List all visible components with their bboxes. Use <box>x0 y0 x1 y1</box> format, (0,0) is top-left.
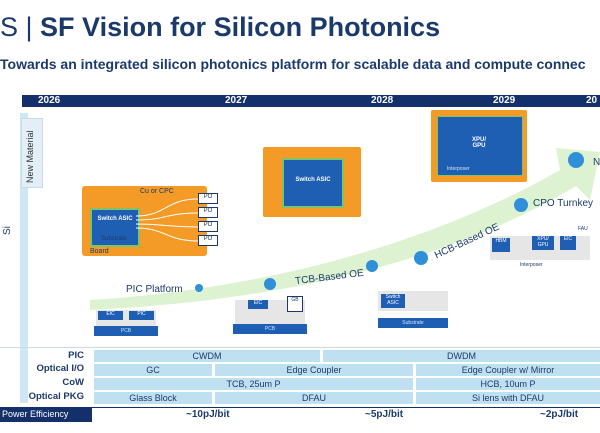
pic-cwdm-segment: CWDM <box>94 350 320 362</box>
cu-cpc-label: Cu or CPC <box>140 188 174 195</box>
row-divider <box>0 347 600 348</box>
year-2027: 2027 <box>225 95 248 106</box>
fau-label: FAU <box>578 226 588 232</box>
left-side-track <box>20 113 28 403</box>
cow-hcb-segment: HCB, 10um P <box>416 378 600 390</box>
optical-io-edge-coupler-segment: Edge Coupler <box>215 364 413 376</box>
pcb-base: PCB <box>233 324 307 334</box>
optical-pkg-dfau-segment: DFAU <box>215 392 413 404</box>
po-module: PO <box>198 221 218 232</box>
gb-block: GB <box>287 296 303 312</box>
hbm-chip: HBM <box>492 238 510 252</box>
xpu-interposer <box>437 116 523 176</box>
optical-pkg-si-lens-segment: Si lens with DFAU <box>416 392 600 404</box>
roadmap-node <box>568 152 584 168</box>
power-5pj: ~5pJ/bit <box>365 409 404 420</box>
board-label: Board <box>90 248 109 255</box>
optical-pkg-glass-block-segment: Glass Block <box>94 392 212 404</box>
new-material-box <box>21 118 43 188</box>
roadmap-node <box>264 278 276 290</box>
year-next: 20 <box>586 95 598 106</box>
roadmap-node <box>414 251 428 265</box>
switch-asic-chip: Switch ASIC <box>381 294 405 308</box>
cpo-turnkey-label: CPO Turnkey <box>533 198 594 209</box>
optical-io-edge-mirror-segment: Edge Coupler w/ Mirror <box>416 364 600 376</box>
row-label-optical-pkg: Optical PKG <box>28 391 84 402</box>
pic-dwdm-segment: DWDM <box>323 350 600 362</box>
pic-platform-label: PIC Platform <box>126 284 183 295</box>
connector-lines <box>136 198 198 242</box>
row-label-pic: PIC <box>68 350 84 361</box>
row-label-cow: CoW <box>62 377 84 388</box>
eic-chip: EIC <box>560 236 576 250</box>
power-10pj: ~10pJ/bit <box>186 409 230 420</box>
eic-chip: EIC <box>248 300 268 309</box>
switch-asic-chip: Switch ASIC <box>90 208 140 247</box>
switch-asic-package-label: Switch ASIC <box>295 177 331 183</box>
po-module: PO <box>198 235 218 246</box>
xpu-gpu-label: XPU/ GPU <box>471 137 486 149</box>
roadmap-node <box>195 284 203 292</box>
po-module: PO <box>198 193 218 204</box>
page-subtitle: Towards an integrated silicon photonics … <box>0 56 586 72</box>
title-text: SF Vision for Silicon Photonics <box>40 12 441 42</box>
year-2028: 2028 <box>371 95 394 106</box>
power-efficiency-label-box <box>0 408 92 422</box>
switch-asic-package-chip: Switch ASIC <box>282 158 344 208</box>
roadmap-node <box>366 260 378 272</box>
optical-io-gc-segment: GC <box>94 364 212 376</box>
page-title: S | SF Vision for Silicon Photonics <box>0 12 440 43</box>
cow-tcb-segment: TCB, 25um P <box>94 378 413 390</box>
substrate-label: Substrate <box>101 236 127 242</box>
pic-chip: PIC <box>129 311 154 320</box>
year-2029: 2029 <box>493 95 516 106</box>
interposer-label: Interposer <box>520 262 543 268</box>
power-divider <box>0 407 600 408</box>
pcb-base: PCB <box>94 326 158 336</box>
po-module: PO <box>198 207 218 218</box>
eic-chip: EIC <box>98 311 123 320</box>
next-label: N <box>593 157 600 168</box>
year-2026: 2026 <box>38 95 61 106</box>
power-2pj: ~2pJ/bit <box>540 409 579 420</box>
roadmap-node <box>514 198 528 212</box>
interposer-label: Interposer <box>447 166 470 172</box>
xpu-gpu-chip: XPU/ GPU <box>532 236 554 250</box>
year-timeline-bar <box>22 95 600 107</box>
power-efficiency-label: Power Efficiency <box>2 409 69 419</box>
title-prefix: S | <box>0 12 33 42</box>
substrate-base: Substrate <box>378 318 448 328</box>
switch-asic-label: Switch ASIC <box>97 216 133 222</box>
row-label-optical-io: Optical I/O <box>36 363 84 374</box>
